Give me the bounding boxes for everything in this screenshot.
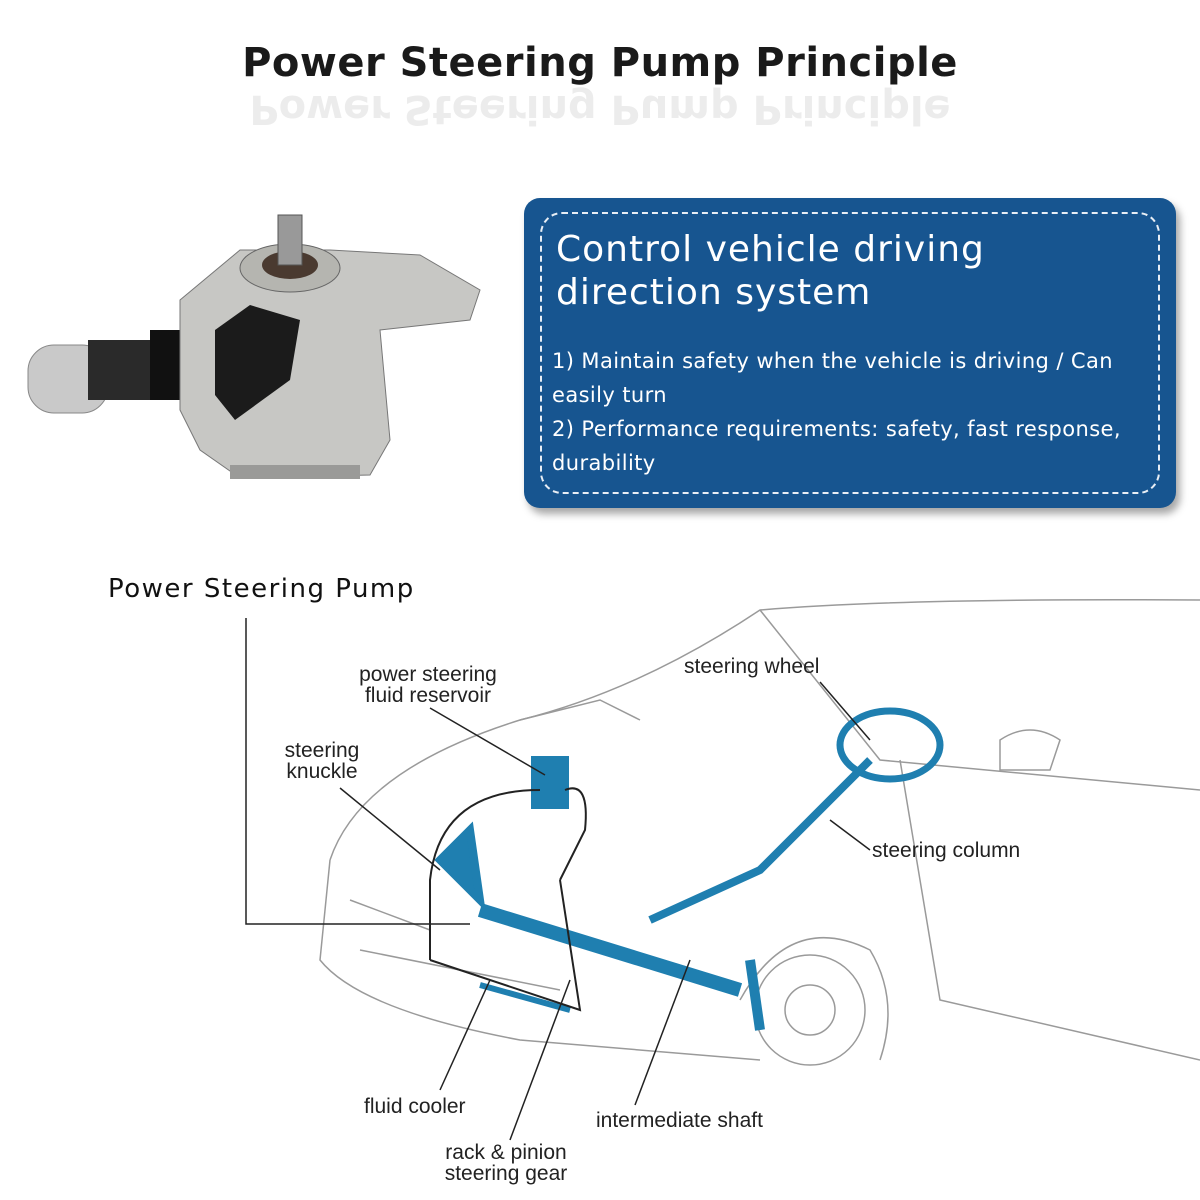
steering-components xyxy=(434,707,944,1031)
pump-leader xyxy=(245,618,470,925)
label-steering-wheel: steering wheel xyxy=(684,655,820,678)
label-steering-column: steering column xyxy=(872,839,1021,862)
car-outline xyxy=(319,598,1200,1066)
page-title: Power Steering Pump Principle xyxy=(242,40,958,86)
pump-label: Power Steering Pump xyxy=(108,574,415,604)
steering-column-shape xyxy=(648,757,873,924)
dashed-border xyxy=(540,212,1160,494)
card-point-2: 2) Performance requirements: safety, fas… xyxy=(552,417,1121,475)
card-heading: Control vehicle driving direction system xyxy=(556,229,985,313)
label-knuckle: steering knuckle xyxy=(284,739,360,783)
info-card: Control vehicle driving direction system… xyxy=(524,198,1176,508)
rack-shape xyxy=(477,903,743,997)
knuckle-shape xyxy=(434,821,486,912)
label-fluid-cooler: fluid cooler xyxy=(364,1095,466,1118)
power-steering-pump-image xyxy=(27,214,481,479)
leader-lines xyxy=(245,618,871,1141)
fluid-lines xyxy=(429,787,587,1012)
steering-wheel-shape xyxy=(836,707,944,783)
reservoir-shape xyxy=(531,756,569,809)
cooler-shape xyxy=(479,982,571,1013)
label-intermediate-shaft: intermediate shaft xyxy=(596,1109,763,1132)
label-rack-pinion: rack & pinion steering gear xyxy=(444,1141,568,1185)
label-reservoir: power steering fluid reservoir xyxy=(359,663,497,707)
card-points: 1) Maintain safety when the vehicle is d… xyxy=(552,344,1152,480)
card-point-1: 1) Maintain safety when the vehicle is d… xyxy=(552,349,1113,407)
